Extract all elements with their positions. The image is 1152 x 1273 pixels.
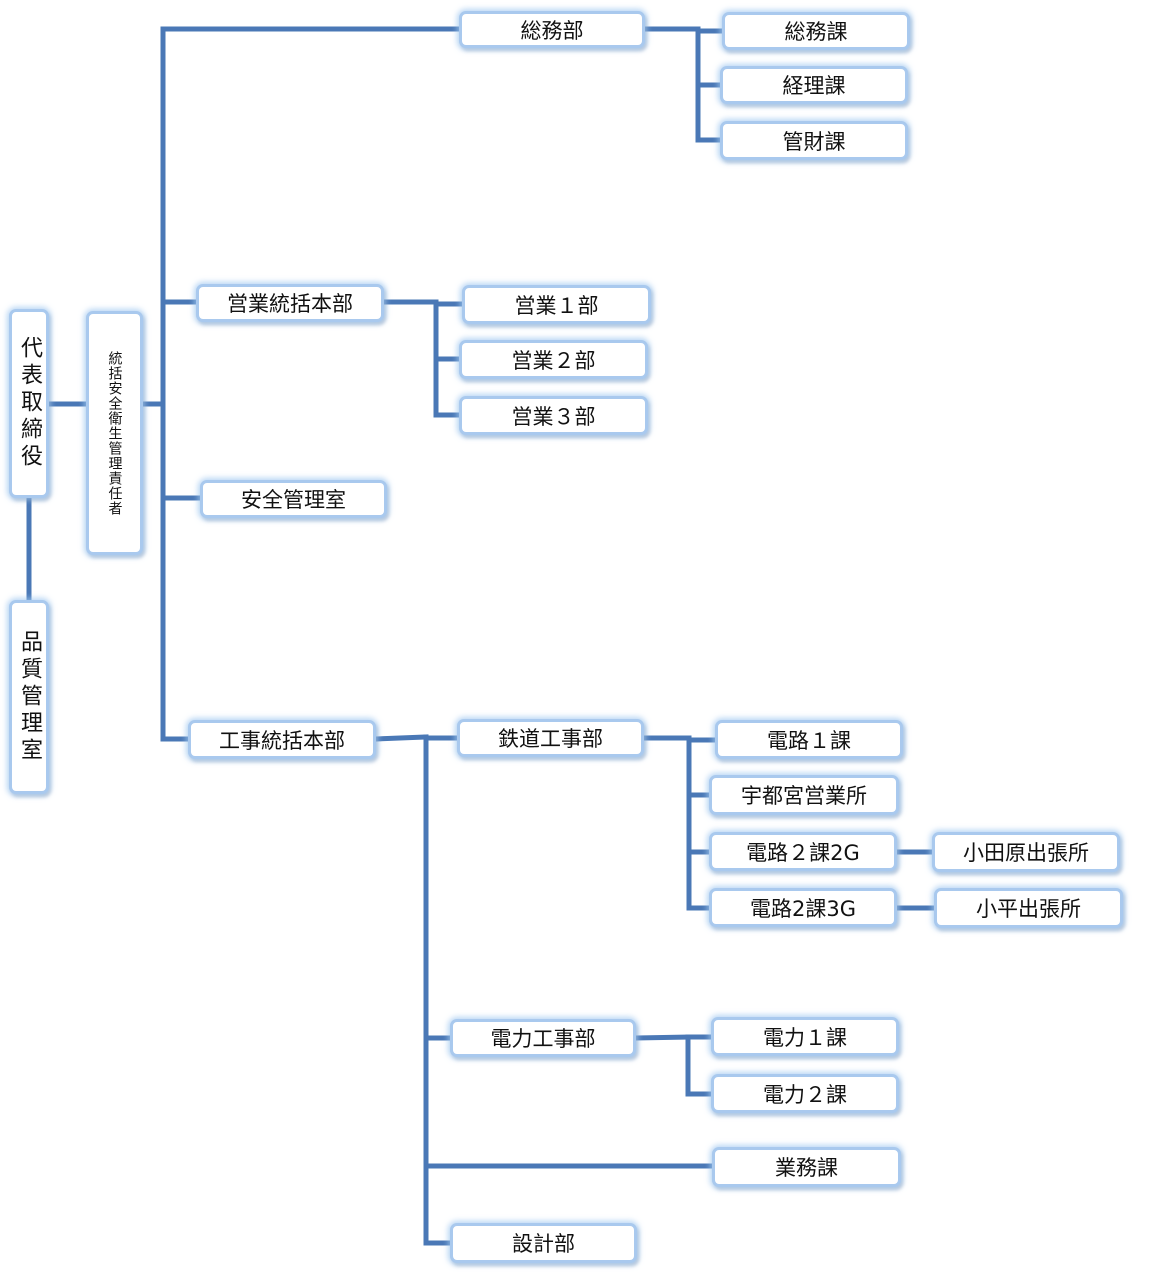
president-box: 代表取締役 — [9, 309, 49, 498]
connector — [633, 1034, 691, 1041]
power-construction-dept-box: 電力工事部 — [450, 1019, 636, 1057]
safety-health-manager-box: 統括安全衛生管理責任者 — [86, 311, 143, 555]
construction-hq-box: 工事統括本部 — [188, 720, 376, 759]
connector — [373, 734, 429, 742]
general-affairs-section-box: 総務課 — [722, 12, 910, 50]
odawara-branch-office-box: 小田原出張所 — [932, 832, 1120, 872]
design-dept-box: 設計部 — [450, 1223, 637, 1263]
railway-construction-dept-box: 鉄道工事部 — [457, 719, 644, 757]
circuit-section-2-3g-box: 電路2課3G — [709, 888, 897, 927]
operations-section-box: 業務課 — [712, 1147, 901, 1187]
sales-dept-2-box: 営業２部 — [459, 340, 648, 379]
property-section-box: 管財課 — [720, 121, 908, 160]
quality-control-office-box: 品質管理室 — [9, 600, 49, 794]
sales-hq-box: 営業統括本部 — [196, 284, 384, 322]
general-affairs-dept-box: 総務部 — [459, 11, 645, 48]
sales-dept-1-box: 営業１部 — [462, 285, 651, 324]
power-section-1-box: 電力１課 — [711, 1017, 899, 1056]
safety-management-office-box: 安全管理室 — [200, 480, 387, 518]
sales-dept-3-box: 営業３部 — [459, 396, 648, 435]
accounting-section-box: 経理課 — [720, 66, 908, 104]
power-section-2-box: 電力２課 — [711, 1074, 899, 1113]
kodaira-branch-office-box: 小平出張所 — [934, 888, 1123, 928]
circuit-section-2-2g-box: 電路２課2G — [709, 832, 897, 871]
circuit-section-1-box: 電路１課 — [715, 720, 903, 759]
utsunomiya-sales-office-box: 宇都宮営業所 — [709, 775, 899, 815]
